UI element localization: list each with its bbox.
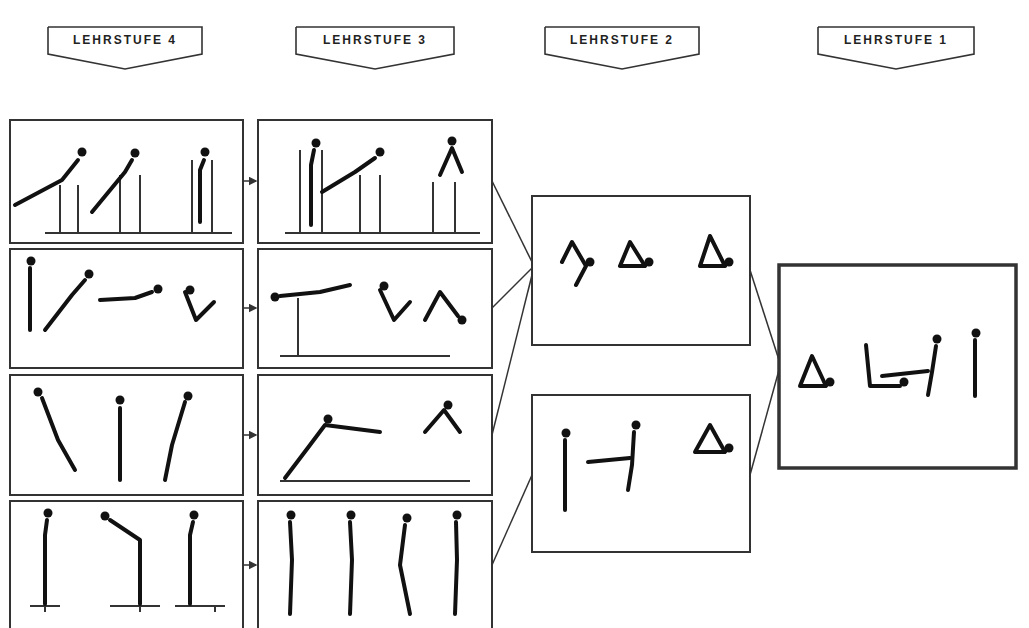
gymnast-figure [15,148,975,614]
apparatus [30,150,480,612]
banner-outline [544,26,700,70]
stage-banner: LEHRSTUFE 2 [544,26,700,70]
progression-line [243,181,779,565]
banner-outline [817,26,975,70]
stage-banner: LEHRSTUFE 3 [295,26,455,70]
picture-frame [10,120,1016,628]
stage-banner: LEHRSTUFE 1 [817,26,975,70]
stage-label: LEHRSTUFE 1 [817,26,975,47]
stage-label: LEHRSTUFE 4 [47,26,203,47]
banner-shape [296,27,454,69]
stage-label: LEHRSTUFE 3 [295,26,455,47]
stage-banner: LEHRSTUFE 4 [47,26,203,70]
banner-outline [47,26,203,70]
banner-outline [295,26,455,70]
banner-shape [818,27,974,69]
gymnast-head [27,137,981,523]
stage-label: LEHRSTUFE 2 [544,26,700,47]
banner-shape [545,27,699,69]
banner-shape [48,27,202,69]
